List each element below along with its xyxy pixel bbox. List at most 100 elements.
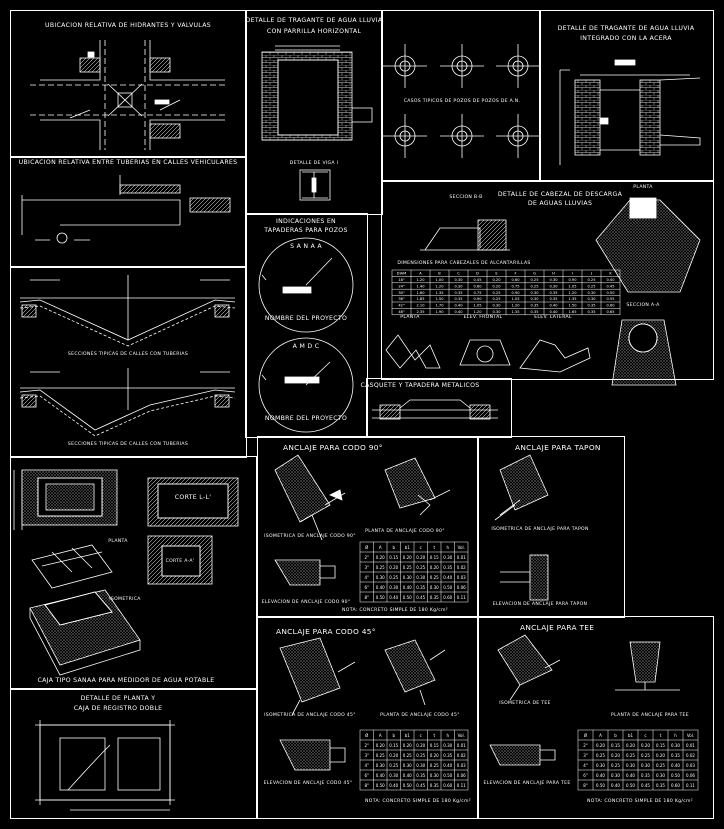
- anchor-cap-drawing: [494, 454, 549, 601]
- pipes-drawing: [21, 175, 231, 244]
- table-cell: 0.25: [530, 278, 538, 282]
- table-cell: 0.50: [443, 585, 452, 590]
- table-cell: 0.25: [641, 753, 650, 758]
- table-cell: 0.15: [430, 555, 439, 560]
- table-cell: 0.25: [587, 284, 595, 288]
- anchor90-iso-label: ISOMETRICA DE ANCLAJE CODO 90°: [264, 534, 356, 539]
- table-header-cell: h: [446, 545, 449, 550]
- table-cell: 8": [583, 783, 588, 788]
- table-cell: 0.35: [430, 595, 439, 600]
- table-header-cell: t: [433, 545, 435, 550]
- pipes-title: UBICACION RELATIVA ENTRE TUBERIAS EN CAL…: [18, 159, 238, 166]
- table-cell: 0.50: [443, 773, 452, 778]
- table-cell: 0.40: [403, 585, 412, 590]
- table-cell: 1.00: [435, 278, 444, 282]
- table-cell: 30": [398, 291, 405, 295]
- table-cell: 0.40: [454, 310, 463, 314]
- manhole-case-6: [496, 114, 540, 158]
- table-cell: 0.15: [389, 743, 398, 748]
- table-cell: 0.25: [416, 753, 425, 758]
- table-cell: 4": [365, 575, 370, 580]
- table-cell: 0.50: [606, 291, 615, 295]
- box-section2-label: CORTE A-A': [165, 559, 195, 564]
- table-cell: 0.35: [530, 310, 538, 314]
- table-header-cell: I: [572, 272, 573, 276]
- table-cell: 0.01: [457, 555, 466, 560]
- table-cell: 0.45: [606, 284, 614, 288]
- table-cell: 0.25: [430, 575, 439, 580]
- table-cell: 0.20: [403, 743, 412, 748]
- storm-curb-drawing: [559, 59, 701, 165]
- table-cell: 2.35: [416, 310, 424, 314]
- table-cell: 0.40: [454, 304, 463, 308]
- table-cell: 1.35: [568, 297, 576, 301]
- table-cell: 0.35: [443, 753, 452, 758]
- table-cell: 1.20: [511, 304, 520, 308]
- table-cell: 0.20: [492, 284, 501, 288]
- table-cell: 0.15: [656, 743, 665, 748]
- panel-double-box: [10, 688, 257, 819]
- panel-storm-drain: [245, 10, 383, 215]
- table-cell: 0.20: [389, 753, 398, 758]
- table-cell: 0.30: [376, 763, 385, 768]
- table-cell: 1.50: [568, 304, 577, 308]
- table-cell: 0.30: [389, 773, 398, 778]
- meter-box-drawing: [13, 469, 239, 676]
- table-cell: 0.65: [606, 310, 614, 314]
- table-header-cell: Vol.: [458, 733, 465, 738]
- table-cell: 4": [365, 763, 370, 768]
- table-cell: 0.40: [671, 763, 680, 768]
- table-header-cell: b: [392, 733, 395, 738]
- table-cell: 0.25: [596, 753, 605, 758]
- table-cell: 0.02: [457, 753, 466, 758]
- anchor-tee-iso-label: ISOMETRICA DE TEE: [499, 701, 551, 706]
- table-cell: 0.06: [457, 585, 466, 590]
- table-cell: 1.20: [473, 310, 482, 314]
- table-cell: 0.25: [587, 278, 595, 282]
- table-cell: 0.25: [376, 753, 385, 758]
- storm-curb-title-1: DETALLE DE TRAGANTE DE AGUA LLUVIA: [557, 25, 695, 32]
- table-cell: 24": [398, 284, 405, 288]
- panel-street-sections: [10, 266, 247, 458]
- anchor90-plan-label: PLANTA DE ANCLAJE CODO 90°: [365, 529, 445, 534]
- manhole-cases: [383, 44, 540, 158]
- table-header-cell: A: [379, 545, 382, 550]
- table-cell: 0.35: [454, 297, 462, 301]
- table-cell: 1.50: [435, 297, 444, 301]
- table-cell: 36": [398, 297, 405, 301]
- table-cell: 0.30: [596, 763, 605, 768]
- covers-title-2: TAPADERAS PARA POZOS: [264, 227, 348, 234]
- anchor90-title: ANCLAJE PARA CODO 90°: [283, 443, 383, 452]
- table-cell: 0.40: [626, 773, 635, 778]
- manholes-title: CASOS TIPICOS DE POZOS DE POZOS DE A.N.: [403, 99, 521, 104]
- headwall-view-front: ELEV. FRONTAL: [463, 315, 503, 320]
- table-cell: 6": [583, 773, 588, 778]
- anchor-tee-title: ANCLAJE PARA TEE: [520, 623, 595, 632]
- table-cell: 0.25: [403, 753, 412, 758]
- table-cell: 2.10: [416, 304, 425, 308]
- table-cell: 0.90: [568, 278, 577, 282]
- table-cell: 1.85: [416, 297, 424, 301]
- table-cell: 0.40: [376, 773, 385, 778]
- table-cell: 0.02: [686, 753, 695, 758]
- table-header-cell: J: [590, 272, 592, 276]
- anchor90-note: NOTA: CONCRETO SIMPLE DE 180 Kg/cm²: [342, 608, 448, 613]
- table-cell: 0.40: [389, 783, 398, 788]
- table-cell: 0.20: [416, 555, 425, 560]
- table-cell: 0.30: [443, 743, 452, 748]
- table-cell: 1.20: [568, 291, 577, 295]
- table-cell: 4": [583, 763, 588, 768]
- table-cell: 0.30: [587, 291, 596, 295]
- table-cell: 0.35: [587, 310, 595, 314]
- table-cell: 0.20: [376, 555, 385, 560]
- manhole-case-2: [440, 44, 484, 88]
- manhole-case-4: [383, 114, 427, 158]
- table-cell: 0.50: [626, 783, 635, 788]
- table-cell: 0.15: [430, 743, 439, 748]
- table-cell: 6": [365, 585, 370, 590]
- manhole-cover-2: [258, 337, 354, 433]
- table-cell: 1.05: [568, 284, 576, 288]
- table-header-cell: DIAM: [397, 272, 406, 276]
